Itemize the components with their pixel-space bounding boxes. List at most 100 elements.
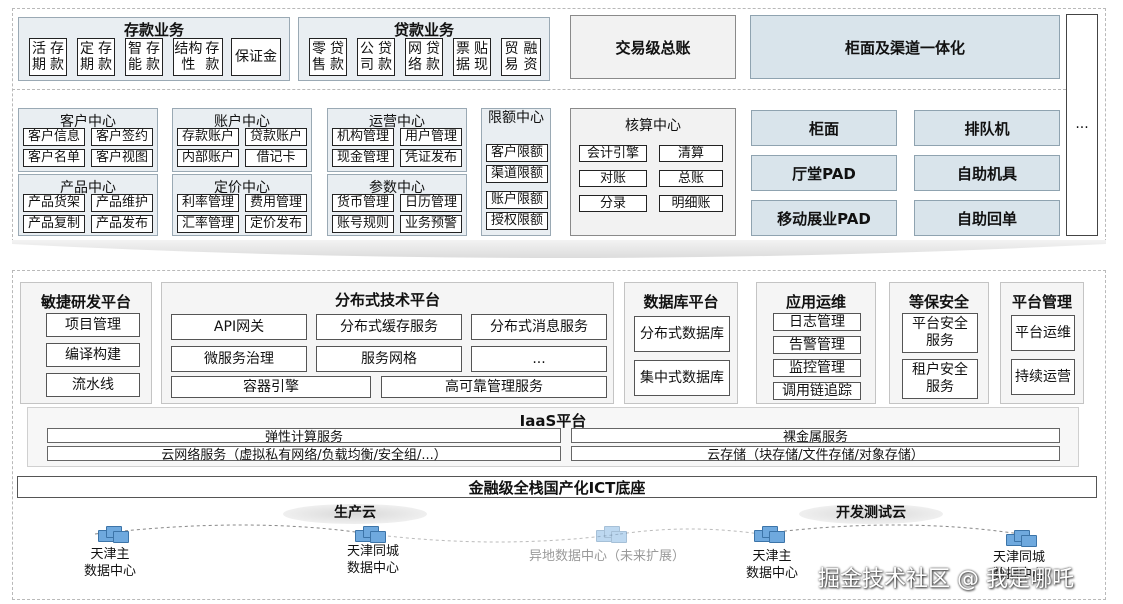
distributed-item: 服务网格: [316, 346, 462, 372]
ict-base: 金融级全栈国产化ICT底座: [17, 476, 1097, 498]
loan-item: 贸易融资: [501, 38, 541, 76]
deposit-item: 智能存款: [125, 38, 163, 76]
dc-tianjin-sametown-prod: 天津同城数据中心: [346, 544, 399, 576]
channel-self-service: 自助机具: [914, 155, 1060, 191]
appops-item: 监控管理: [773, 359, 861, 377]
appops-title: 应用运维: [785, 293, 846, 311]
security-platform: 等保安全 平台安全服务 租户安全服务: [889, 282, 989, 404]
pricing-center-title: 定价中心: [214, 180, 270, 196]
center-item: 现金管理: [332, 149, 394, 167]
database-item: 集中式数据库: [634, 360, 730, 396]
limit-center-group: 限额中心 客户限额 渠道限额 账户限额 授权限额: [481, 108, 551, 236]
channel-lobby-pad: 厅堂PAD: [751, 155, 897, 191]
customer-center-title: 客户中心: [60, 114, 116, 130]
center-item: 会计引擎: [579, 145, 647, 162]
dc-remote-future: 异地数据中心（未来扩展）: [528, 549, 685, 564]
center-item: 授权限额: [486, 212, 548, 230]
appops-platform: 应用运维 日志管理 告警管理 监控管理 调用链追踪: [756, 282, 876, 404]
distributed-item: 高可靠管理服务: [381, 376, 607, 398]
database-item: 分布式数据库: [634, 316, 730, 352]
server-icon: [754, 526, 785, 543]
customer-center-group: 客户中心 客户信息 客户签约 客户名单 客户视图: [18, 108, 158, 172]
iaas-item: 云网络服务（虚拟私有网络/负载均衡/安全组/...）: [47, 446, 561, 463]
prod-cloud-label: 生产云: [334, 505, 376, 521]
distributed-item: 容器引擎: [171, 376, 371, 398]
distributed-title: 分布式技术平台: [334, 291, 440, 309]
server-icon: [355, 526, 386, 543]
deposit-item: 活期存款: [29, 38, 67, 76]
center-item: 汇率管理: [177, 215, 239, 233]
distributed-platform: 分布式技术平台 API网关 分布式缓存服务 分布式消息服务 微服务治理 服务网格…: [161, 282, 614, 404]
center-item: 产品维护: [91, 194, 153, 212]
center-item: 客户信息: [23, 128, 85, 146]
product-center-title: 产品中心: [60, 180, 116, 196]
cloud-shape: [283, 504, 427, 524]
iaas-item: 云存储（块存储/文件存储/对象存储）: [571, 446, 1060, 463]
ellipsis-label: ...: [1075, 116, 1089, 132]
deposit-item: 定期存款: [77, 38, 115, 76]
agile-item: 编译构建: [46, 343, 140, 367]
center-item: 利率管理: [177, 194, 239, 212]
loan-group: 贷款业务 零售贷款 公司贷款 网络贷款 票据贴现 贸易融资: [298, 17, 550, 81]
dc-links: [94, 524, 1021, 543]
product-center-group: 产品中心 产品货架 产品维护 产品复制 产品发布: [18, 174, 158, 236]
center-item: 产品发布: [91, 215, 153, 233]
server-icon: [98, 526, 129, 543]
center-item: 用户管理: [400, 128, 462, 146]
distributed-item: 分布式缓存服务: [316, 314, 462, 340]
center-item: 对账: [579, 170, 647, 187]
center-item: 产品货架: [23, 194, 85, 212]
iaas-item: 弹性计算服务: [47, 428, 561, 445]
appops-item: 调用链追踪: [773, 382, 861, 400]
connector-fan: [12, 240, 1106, 258]
center-item: 分录: [579, 195, 647, 212]
center-item: 定价发布: [245, 215, 307, 233]
platform-mgmt-title: 平台管理: [1011, 293, 1072, 311]
center-item: 客户限额: [486, 144, 548, 162]
agile-item: 项目管理: [46, 313, 140, 337]
server-icon: [596, 526, 627, 543]
deposit-group: 存款业务 活期存款 定期存款 智能存款 结构性存款 保证金: [18, 17, 290, 81]
security-title: 等保安全: [908, 293, 969, 311]
center-item: 存款账户: [177, 128, 239, 146]
center-item: 渠道限额: [486, 165, 548, 183]
center-item: 账户限额: [486, 191, 548, 209]
dc-tianjin-main-prod: 天津主数据中心: [83, 547, 136, 579]
platform-mgmt-item: 持续运营: [1011, 359, 1075, 395]
param-center-group: 参数中心 货币管理 日历管理 账号规则 业务预警: [327, 174, 467, 236]
distributed-item: 微服务治理: [171, 346, 307, 372]
bottom-band: [12, 270, 1106, 600]
dc-tianjin-sametown-dev: 天津同城数据中心: [992, 550, 1045, 582]
security-item: 租户安全服务: [902, 359, 978, 399]
loan-item: 票据贴现: [453, 38, 491, 76]
loan-item: 网络贷款: [405, 38, 443, 76]
dev-cloud-label: 开发测试云: [836, 505, 906, 521]
deposit-item: 保证金: [231, 38, 281, 76]
agile-platform: 敏捷研发平台 项目管理 编译构建 流水线: [20, 282, 152, 404]
center-item: 明细账: [659, 195, 723, 212]
center-item: 借记卡: [245, 149, 307, 167]
account-center-title: 账户中心: [214, 114, 270, 130]
channel-self-receipt: 自助回单: [914, 200, 1060, 236]
deposit-title: 存款业务: [123, 21, 184, 39]
iaas-item: 裸金属服务: [571, 428, 1060, 445]
limit-center-title: 限额中心: [488, 110, 544, 126]
center-item: 业务预警: [400, 215, 462, 233]
param-center-title: 参数中心: [369, 180, 425, 196]
platform-mgmt: 平台管理 平台运维 持续运营: [1000, 282, 1084, 404]
center-item: 账号规则: [332, 215, 394, 233]
dc-tianjin-main-dev: 天津主数据中心: [745, 549, 798, 581]
center-item: 总账: [659, 170, 723, 187]
appops-item: 告警管理: [773, 336, 861, 354]
database-platform: 数据库平台 分布式数据库 集中式数据库: [624, 282, 738, 404]
counter-channel-box: 柜面及渠道一体化: [750, 15, 1060, 79]
loan-item: 零售贷款: [309, 38, 347, 76]
accounting-center-title: 核算中心: [625, 118, 681, 134]
loan-item: 公司贷款: [357, 38, 395, 76]
channel-queue-machine: 排队机: [914, 110, 1060, 146]
center-item: 产品复制: [23, 215, 85, 233]
deposit-item: 结构性存款: [173, 38, 223, 76]
center-item: 日历管理: [400, 194, 462, 212]
center-item: 客户名单: [23, 149, 85, 167]
channel-mobile-pad: 移动展业PAD: [751, 200, 897, 236]
